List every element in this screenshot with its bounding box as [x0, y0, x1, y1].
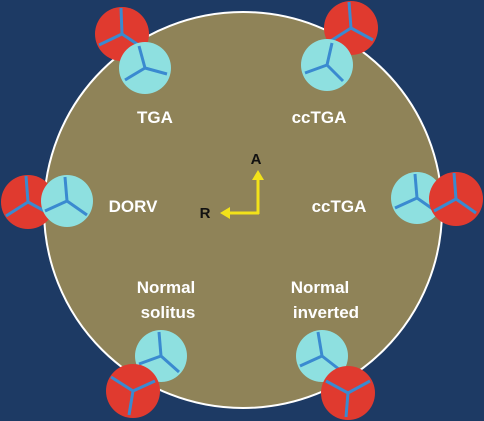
valve-pair-dorv [1, 175, 93, 229]
axis-label-anterior: A [251, 151, 262, 168]
valve-pair-normal-solitus [106, 330, 187, 418]
central-disc [43, 11, 443, 409]
cyan-valve-icon [41, 175, 93, 227]
cyan-valve-icon [301, 39, 353, 91]
right-arrowhead [220, 207, 230, 219]
orientation-axes: A R [200, 151, 264, 222]
valve-pair-cctga-right [391, 172, 483, 226]
red-valve-icon [106, 364, 160, 418]
label-normal-inverted-line2: inverted [293, 303, 359, 322]
valve-pair-normal-inverted [296, 330, 375, 420]
label-cctga-right: ccTGA [312, 197, 367, 216]
axis-label-right: R [200, 205, 211, 222]
label-dorv: DORV [109, 197, 158, 216]
valve-pair-cctga-top [301, 1, 378, 91]
cyan-valve-icon [296, 330, 348, 382]
label-tga: TGA [137, 108, 173, 127]
label-normal-inverted-line1: Normal [291, 278, 350, 297]
anterior-arrowhead [252, 170, 264, 180]
red-valve-icon [429, 172, 483, 226]
label-cctga-top: ccTGA [292, 108, 347, 127]
label-normal-solitus-line1: Normal [137, 278, 196, 297]
cyan-valve-icon [119, 42, 171, 94]
red-valve-icon [321, 366, 375, 420]
valve-pair-tga [95, 7, 171, 94]
label-normal-solitus-line2: solitus [141, 303, 196, 322]
